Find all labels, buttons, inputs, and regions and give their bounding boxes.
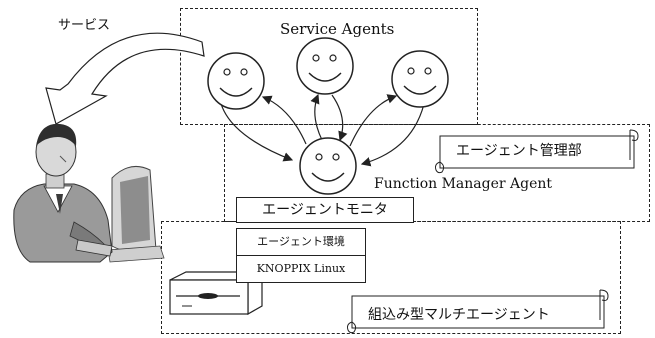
link-center-up bbox=[310, 93, 323, 141]
link-right-up bbox=[349, 94, 398, 147]
knoppix-linux-box: KNOPPIX Linux bbox=[236, 255, 366, 283]
link-center-down bbox=[331, 94, 348, 142]
link-left-down bbox=[219, 99, 294, 162]
scroll-banner-icon bbox=[347, 289, 609, 334]
function-manager-agent-label: Function Manager Agent bbox=[374, 176, 553, 192]
smiley-agent-icon bbox=[299, 137, 357, 195]
agent-management-label: エージェント管理部 bbox=[456, 143, 582, 159]
link-left-up bbox=[261, 95, 307, 145]
embedded-multi-agent-label: 組込み型マルチエージェント bbox=[368, 307, 550, 323]
agent-environment-box: エージェント環境 bbox=[236, 228, 366, 256]
smiley-agent-icon bbox=[207, 52, 265, 110]
service-agents-title: Service Agents bbox=[280, 20, 395, 38]
smiley-agent-icon bbox=[296, 37, 354, 95]
link-right-down bbox=[360, 103, 425, 167]
service-curved-arrow-icon bbox=[45, 32, 205, 125]
agent-monitor-box: エージェントモニタ bbox=[236, 197, 414, 223]
service-label: サービス bbox=[58, 18, 111, 33]
scroll-banner-icon bbox=[435, 129, 639, 174]
person-at-computer-icon bbox=[13, 123, 165, 263]
smiley-agent-icon bbox=[391, 50, 449, 108]
